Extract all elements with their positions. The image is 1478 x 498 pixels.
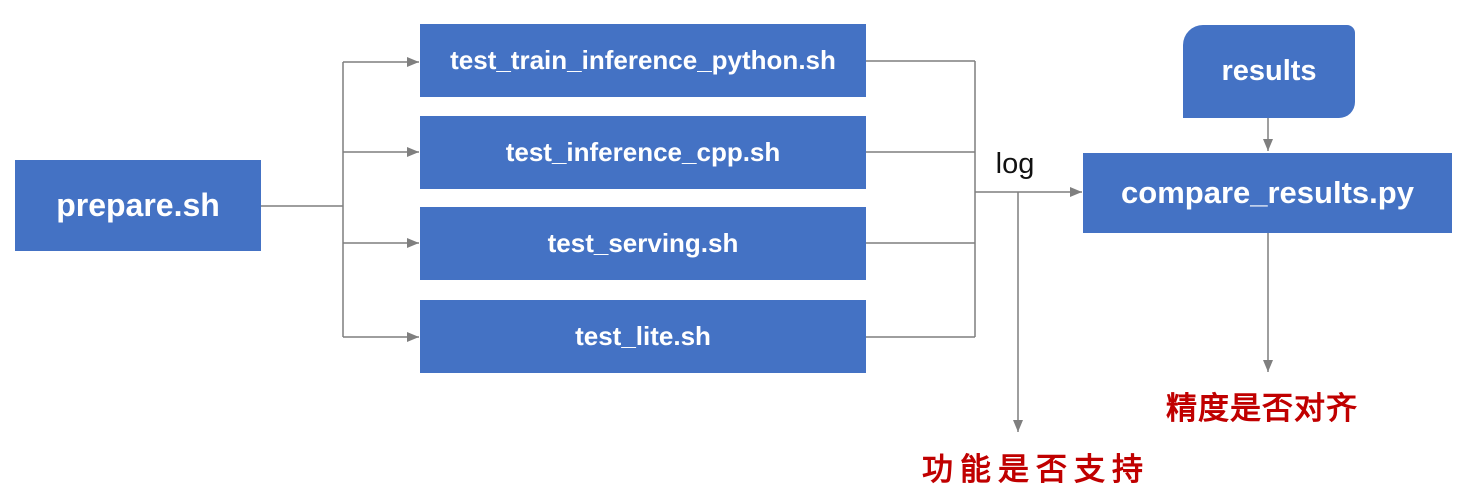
node-results: results [1183, 25, 1355, 118]
node-compare-results-py-label: compare_results.py [1121, 175, 1414, 210]
annotation-accuracy-alignment: 精度是否对齐 [1166, 391, 1358, 426]
node-test-serving-sh: test_serving.sh [420, 207, 866, 280]
node-compare-results-py: compare_results.py [1083, 153, 1452, 233]
node-test-lite-sh: test_lite.sh [420, 300, 866, 373]
annotation-function-support: 功能是否支持 [922, 452, 1150, 487]
edge-label-log: log [995, 148, 1035, 180]
node-test-train-inference-python-sh: test_train_inference_python.sh [420, 24, 866, 97]
node-prepare-sh-label: prepare.sh [56, 187, 220, 223]
node-test-train-inference-python-sh-label: test_train_inference_python.sh [450, 45, 836, 75]
node-results-label: results [1221, 55, 1317, 87]
node-test-serving-sh-label: test_serving.sh [547, 228, 739, 258]
node-test-inference-cpp-sh-label: test_inference_cpp.sh [505, 137, 781, 167]
node-test-inference-cpp-sh: test_inference_cpp.sh [420, 116, 866, 189]
node-prepare-sh: prepare.sh [15, 160, 261, 251]
node-test-lite-sh-label: test_lite.sh [575, 321, 711, 351]
